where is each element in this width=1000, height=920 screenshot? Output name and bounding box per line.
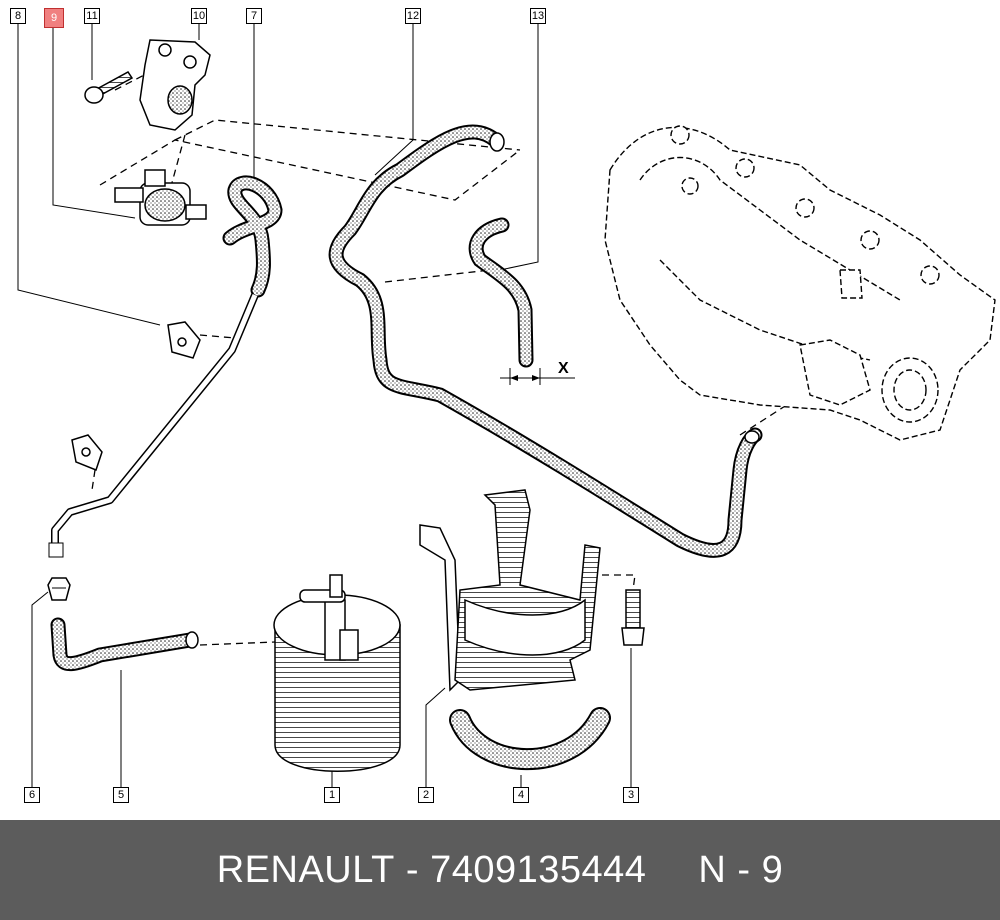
callout-4[interactable]: 4 bbox=[513, 787, 529, 803]
part-4-strap bbox=[449, 707, 611, 771]
footer-separator: - bbox=[394, 848, 431, 891]
callout-12[interactable]: 12 bbox=[405, 8, 421, 24]
footer-brand: RENAULT bbox=[216, 848, 395, 891]
callout-7[interactable]: 7 bbox=[246, 8, 262, 24]
hose-7 bbox=[222, 175, 283, 298]
footer-bar: RENAULT - 7409135444 N - 9 bbox=[0, 820, 1000, 920]
callout-5[interactable]: 5 bbox=[113, 787, 129, 803]
hose-13: X bbox=[468, 217, 575, 385]
part-8-clips bbox=[71, 321, 201, 471]
part-10-bracket bbox=[139, 39, 211, 131]
callout-6[interactable]: 6 bbox=[24, 787, 40, 803]
part-11-screw bbox=[84, 71, 134, 104]
callout-8[interactable]: 8 bbox=[10, 8, 26, 24]
part-1-canister bbox=[273, 574, 401, 772]
footer-part-number: 7409135444 bbox=[430, 848, 647, 891]
exploded-parts-drawing: X bbox=[17, 24, 996, 788]
callout-10[interactable]: 10 bbox=[191, 8, 207, 24]
hose-12 bbox=[328, 124, 763, 558]
assembly-dashed-lines bbox=[91, 71, 811, 646]
rigid-pipe bbox=[48, 293, 259, 558]
part-6-plug bbox=[47, 577, 71, 601]
dimension-x-label: X bbox=[558, 360, 569, 377]
callout-1[interactable]: 1 bbox=[324, 787, 340, 803]
part-2-bracket bbox=[419, 489, 601, 692]
diagram-canvas: X bbox=[10, 8, 996, 803]
hose-5 bbox=[50, 617, 199, 672]
footer-position: N - 9 bbox=[698, 848, 784, 891]
callout-3[interactable]: 3 bbox=[623, 787, 639, 803]
part-9-valve bbox=[114, 169, 207, 226]
callout-2[interactable]: 2 bbox=[418, 787, 434, 803]
callout-11[interactable]: 11 bbox=[84, 8, 100, 24]
callout-9-highlighted[interactable]: 9 bbox=[44, 8, 64, 28]
intake-manifold bbox=[604, 125, 996, 441]
part-3-bolt bbox=[621, 589, 645, 646]
callout-13[interactable]: 13 bbox=[530, 8, 546, 24]
